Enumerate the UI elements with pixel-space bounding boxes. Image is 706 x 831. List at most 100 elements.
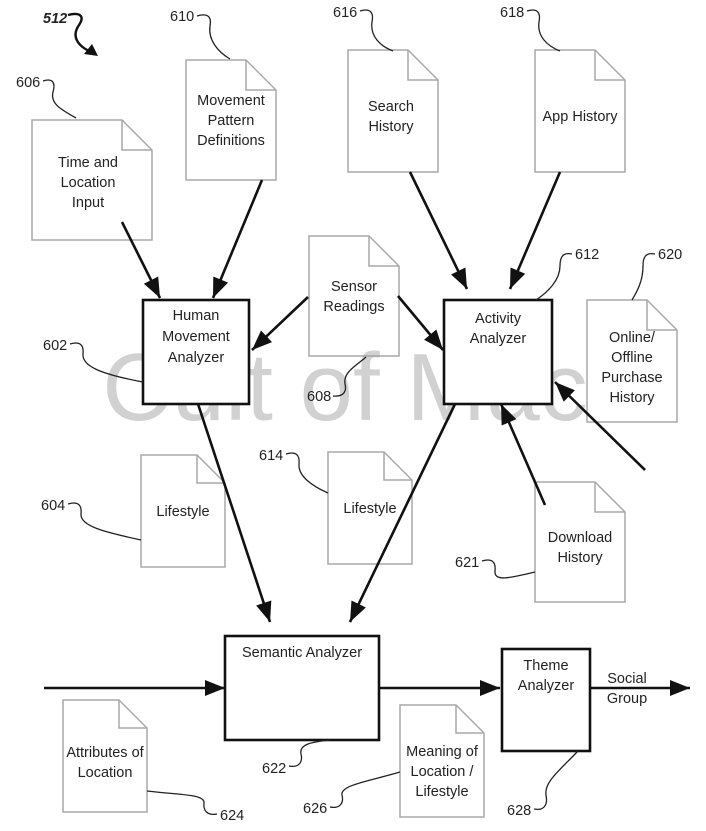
- human-movement-analyzer-label-line: Human: [173, 308, 220, 324]
- semantic-analyzer-label: Semantic Analyzer: [242, 645, 362, 661]
- edge-download-to-activity-arrowhead-icon: [501, 404, 517, 426]
- edge-theme-to-output-arrowhead-icon: [670, 680, 690, 696]
- ref-626: 626: [303, 801, 327, 817]
- online-offline-purchase-history-label-line: Online/: [609, 330, 656, 346]
- online-offline-purchase-history-document: [586, 299, 678, 423]
- search-history-label-line: History: [368, 119, 414, 135]
- theme-analyzer-label-line: Theme: [523, 658, 568, 674]
- leader-614: [285, 452, 329, 494]
- human-movement-analyzer: [141, 298, 251, 406]
- document-fold-icon: [594, 482, 625, 513]
- leader-624: [146, 790, 218, 816]
- app-history-label-line: App History: [543, 109, 619, 125]
- time-location-input-label-line: Location: [61, 175, 116, 191]
- activity-analyzer-label-line: Analyzer: [470, 331, 527, 347]
- social-group-output-label-line: Social: [607, 671, 647, 687]
- meaning-of-location-lifestyle-label-line: Location /: [411, 764, 475, 780]
- edge-time-to-human-movement-arrowhead-icon: [143, 276, 160, 298]
- ref-604: 604: [41, 498, 65, 514]
- edge-app-history-to-activity-arrowhead-icon: [510, 267, 526, 289]
- theme-analyzer-label-line: Analyzer: [518, 678, 575, 694]
- lifestyle-left-label: Lifestyle: [156, 504, 209, 520]
- ref-614: 614: [259, 448, 283, 464]
- ref-628: 628: [507, 803, 531, 819]
- human-movement-analyzer-label-line: Movement: [162, 329, 230, 345]
- ref-624: 624: [220, 808, 244, 824]
- edge-sensor-to-human-movement-arrowhead-icon: [252, 330, 273, 350]
- search-history-label-line: Search: [368, 99, 414, 115]
- movement-pattern-definitions-document: [185, 59, 277, 181]
- edge-human-movement-to-semantic: [196, 403, 272, 623]
- ref-608: 608: [307, 389, 331, 405]
- search-history-document: [347, 49, 439, 173]
- edge-human-movement-to-semantic-arrowhead-icon: [256, 600, 272, 622]
- download-history-label-line: History: [557, 550, 603, 566]
- leader-608: [332, 356, 367, 397]
- activity-analyzer: [442, 298, 554, 406]
- ref-622: 622: [262, 761, 286, 777]
- online-offline-purchase-history-label-line: Offline: [611, 350, 653, 366]
- document-fold-icon: [121, 120, 152, 151]
- edge-activity-to-semantic: [348, 403, 457, 623]
- edge-app-history-to-activity: [508, 171, 562, 290]
- figure-pointer-arrowhead-icon: [84, 44, 98, 56]
- edge-movement-pattern-to-human-movement-arrowhead-icon: [213, 276, 229, 298]
- document-fold-icon: [455, 705, 484, 734]
- edge-purchase-to-activity: [554, 381, 646, 471]
- ref-606: 606: [16, 75, 40, 91]
- lifestyle-left-label-line: Lifestyle: [156, 504, 209, 520]
- edge-purchase-to-activity-arrowhead-icon: [555, 382, 575, 402]
- sensor-readings-document: [308, 235, 400, 357]
- download-history-document: [534, 481, 626, 603]
- movement-pattern-definitions-label-line: Definitions: [197, 133, 265, 149]
- meaning-of-location-lifestyle-label-line: Lifestyle: [415, 784, 468, 800]
- online-offline-purchase-history-label-line: History: [609, 390, 655, 406]
- meaning-of-location-lifestyle-label-line: Meaning of: [406, 744, 479, 760]
- leader-618: [526, 9, 561, 52]
- time-location-input-label-line: Input: [72, 195, 104, 211]
- online-offline-purchase-history-label-line: Purchase: [601, 370, 662, 386]
- meaning-of-location-lifestyle-document: [399, 704, 485, 818]
- leader-622: [288, 739, 331, 768]
- theme-analyzer: [500, 647, 592, 753]
- document-fold-icon: [196, 455, 225, 484]
- movement-pattern-definitions-label-line: Pattern: [208, 113, 255, 129]
- leader-604: [67, 502, 142, 541]
- ref-612: 612: [575, 247, 599, 263]
- ref-616: 616: [333, 5, 357, 21]
- ref-602: 602: [43, 338, 67, 354]
- leader-620: [631, 252, 656, 301]
- leader-610: [196, 14, 231, 60]
- ref-620: 620: [658, 247, 682, 263]
- edge-movement-pattern-to-human-movement: [211, 179, 264, 299]
- activity-analyzer-label-line: Activity: [475, 311, 522, 327]
- human-movement-analyzer-label-line: Analyzer: [168, 350, 225, 366]
- document-fold-icon: [118, 700, 147, 729]
- edge-search-to-activity: [408, 171, 469, 290]
- analyzer-box: [223, 634, 381, 742]
- document-fold-icon: [245, 60, 276, 91]
- edge-search-to-activity-arrowhead-icon: [451, 267, 467, 289]
- document-fold-icon: [383, 452, 412, 481]
- edge-input-to-semantic-arrowhead-icon: [205, 680, 225, 696]
- ref-621: 621: [455, 555, 479, 571]
- attributes-of-location-document: [62, 699, 148, 813]
- sensor-readings-label-line: Readings: [323, 299, 384, 315]
- app-history-label: App History: [543, 109, 619, 125]
- document-fold-icon: [594, 50, 625, 81]
- movement-pattern-definitions-label-line: Movement: [197, 93, 265, 109]
- semantic-analyzer: [223, 634, 381, 742]
- lifestyle-left-document: [140, 454, 226, 568]
- attributes-of-location-label-line: Attributes of: [66, 745, 144, 761]
- document-outline: [399, 704, 485, 818]
- social-group-output-label-line: Group: [607, 691, 647, 707]
